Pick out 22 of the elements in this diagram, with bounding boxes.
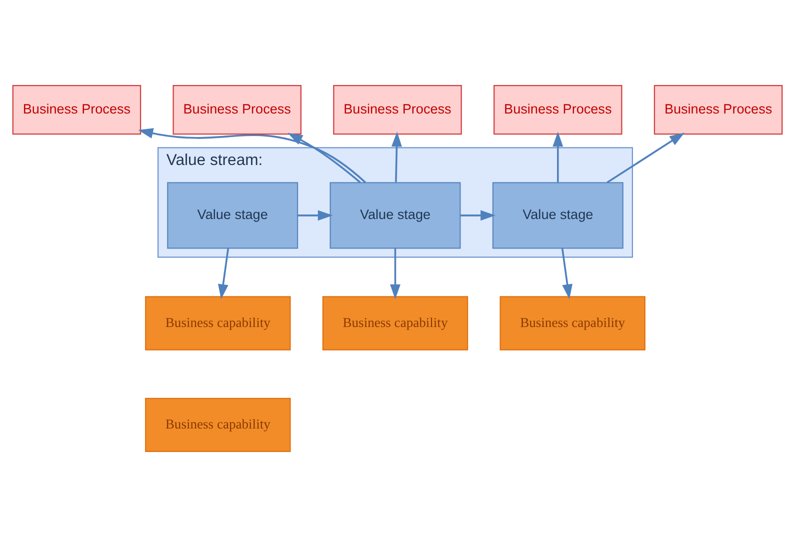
arrow — [392, 132, 402, 182]
node-box: Business capability — [145, 296, 291, 350]
node-box: Business Process — [12, 84, 142, 135]
arrow — [606, 132, 685, 184]
node-box: Business capability — [322, 296, 468, 350]
arrow — [460, 210, 496, 221]
arrow — [288, 132, 361, 184]
node-box: Business Process — [333, 84, 462, 135]
node-box: Business Process — [172, 84, 302, 135]
node-box: Business Process — [494, 84, 622, 135]
node-box: Value stage — [330, 182, 461, 249]
node-box: Business capability — [145, 398, 291, 452]
arrow — [561, 248, 572, 300]
node-box: Value stage — [492, 182, 624, 249]
arrow — [218, 248, 230, 300]
arrow — [552, 132, 564, 182]
node-box: Business Process — [654, 84, 783, 135]
node-box: Value stage — [167, 182, 298, 249]
arrow — [138, 128, 366, 184]
arrow — [298, 210, 333, 221]
arrow — [390, 248, 400, 300]
node-box: Business capability — [500, 296, 646, 350]
